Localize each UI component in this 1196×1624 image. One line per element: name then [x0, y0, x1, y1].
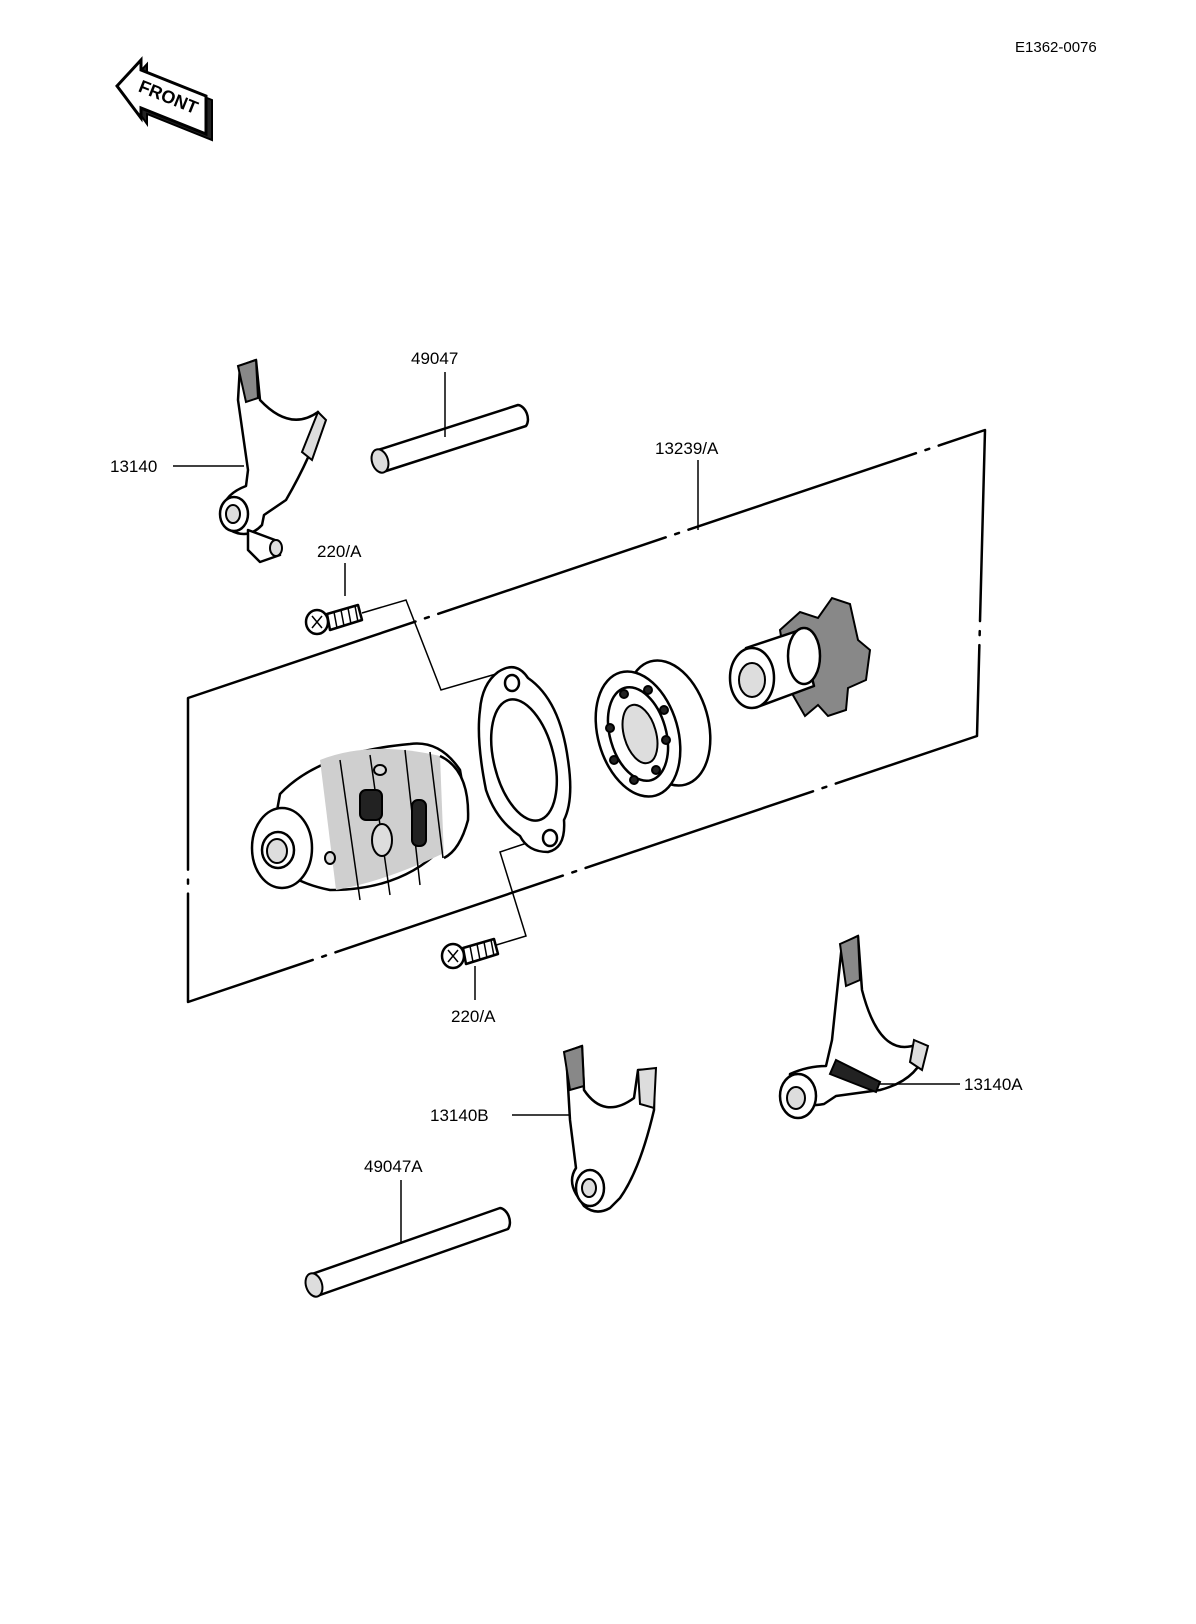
alignment-line-upper — [361, 599, 497, 691]
front-arrow-icon: FRONT — [115, 56, 213, 142]
shift-drum-cam — [728, 596, 872, 718]
shaft-upper — [370, 403, 530, 474]
label-screw-lower: 220/A — [451, 1007, 496, 1026]
label-fork-right: 13140A — [964, 1075, 1023, 1094]
ball-bearing — [594, 659, 712, 798]
label-fork-upper: 13140 — [110, 457, 157, 476]
shift-fork-lower — [562, 1044, 658, 1213]
label-drum-assembly: 13239/A — [655, 439, 719, 458]
bearing-plate — [477, 665, 572, 854]
label-shaft-upper: 49047 — [411, 349, 458, 368]
shift-drum — [250, 742, 470, 901]
shift-fork-right — [778, 934, 930, 1120]
label-screw-upper: 220/A — [317, 542, 362, 561]
label-fork-lower: 13140B — [430, 1106, 489, 1125]
drum-assembly-panel — [186, 428, 987, 1004]
label-shaft-lower: 49047A — [364, 1157, 423, 1176]
shift-fork-upper — [218, 358, 328, 564]
screw-lower — [440, 937, 500, 970]
shaft-lower — [304, 1206, 512, 1298]
screw-upper — [304, 603, 364, 636]
diagram-id: E1362-0076 — [1015, 39, 1097, 56]
